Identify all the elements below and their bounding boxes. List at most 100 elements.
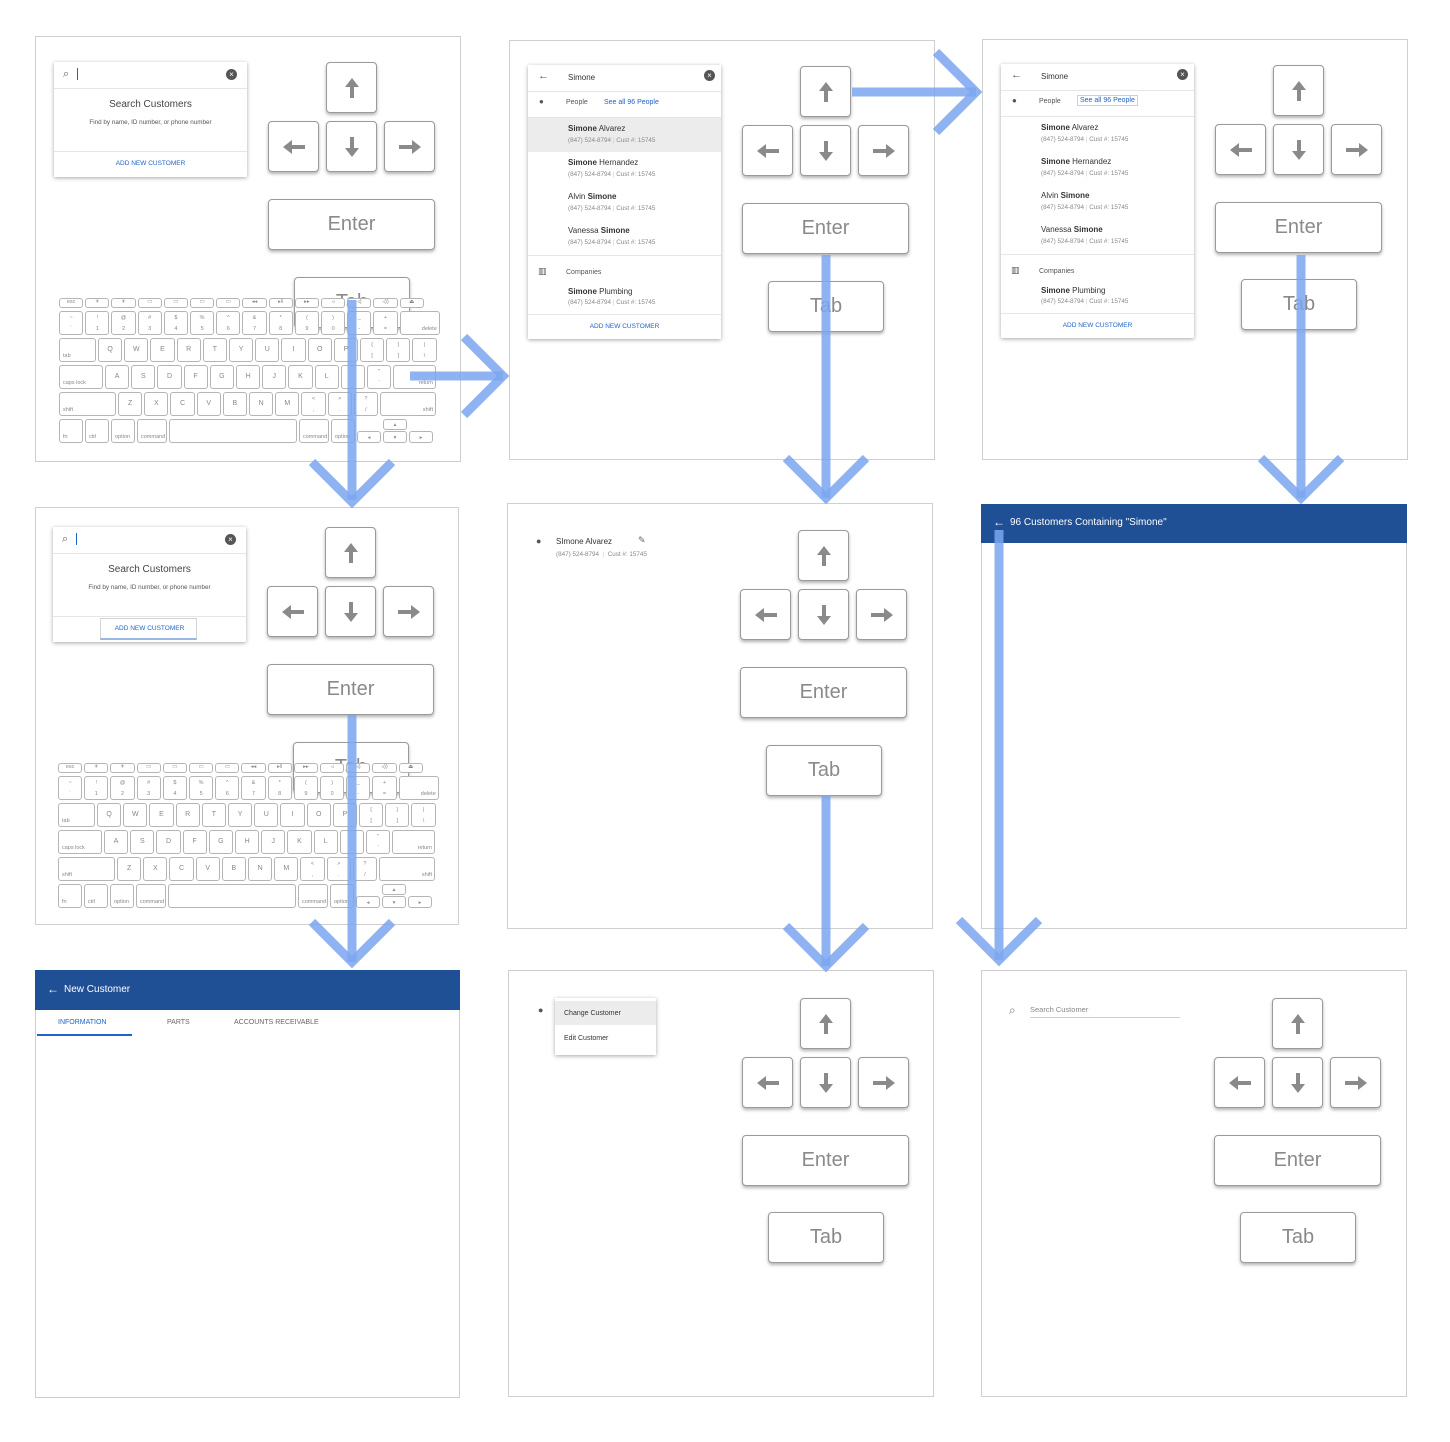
arrow-left-key[interactable]: [267, 586, 318, 637]
tab-key[interactable]: Tab: [768, 281, 884, 332]
back-arrow-icon[interactable]: ←: [1011, 69, 1022, 81]
person-result-row[interactable]: Simone Alvarez(847) 524-8794 | Cust #: 1…: [1001, 117, 1194, 151]
back-arrow-icon[interactable]: ←: [993, 515, 1005, 529]
arrow-down-key[interactable]: [800, 125, 851, 176]
number-key: $4: [162, 776, 187, 800]
see-all-people-link[interactable]: See all 96 People: [1077, 95, 1138, 106]
arrow-down-key[interactable]: [1273, 124, 1324, 175]
key-label: |: [423, 342, 426, 348]
enter-key[interactable]: Enter: [742, 1135, 909, 1186]
person-result-row[interactable]: Simone Hernandez(847) 524-8794 | Cust #:…: [1001, 151, 1194, 185]
person-result-row[interactable]: Alvin Simone(847) 524-8794 | Cust #: 157…: [1001, 185, 1194, 219]
name-match: Simone: [600, 226, 630, 235]
enter-key[interactable]: Enter: [1215, 202, 1382, 253]
edit-pencil-icon[interactable]: ✎: [638, 535, 646, 545]
menu-item-edit-customer[interactable]: Edit Customer: [555, 1027, 656, 1051]
arrow-down-key[interactable]: [325, 586, 376, 637]
see-all-people-link[interactable]: See all 96 People: [604, 99, 659, 106]
arrow-down-key[interactable]: [326, 121, 377, 172]
arrow-right-key[interactable]: [383, 586, 434, 637]
key-label: $: [173, 780, 177, 786]
arrow-up-key[interactable]: [326, 62, 377, 113]
clear-icon[interactable]: ×: [225, 534, 236, 545]
key-label: ▸▸: [304, 299, 310, 305]
enter-key[interactable]: Enter: [267, 664, 434, 715]
clear-icon[interactable]: ×: [226, 69, 237, 80]
arrow-up-key[interactable]: [1272, 998, 1323, 1049]
add-new-customer-link[interactable]: ADD NEW CUSTOMER: [115, 160, 186, 167]
arrow-down-key[interactable]: [800, 1057, 851, 1108]
name-part: Alvarez: [1069, 123, 1099, 132]
tab-information[interactable]: INFORMATION: [58, 1019, 107, 1026]
arrow-up-key[interactable]: [800, 66, 851, 117]
key-label: ⏏: [409, 299, 415, 305]
add-new-customer-link[interactable]: ADD NEW CUSTOMER: [114, 625, 185, 632]
arrow-down-key[interactable]: [798, 589, 849, 640]
search-bar[interactable]: ←Simone×: [528, 65, 721, 92]
back-arrow-icon[interactable]: ←: [47, 982, 59, 996]
detail-separator: |: [1084, 170, 1090, 177]
key-label: J: [271, 838, 276, 845]
enter-key[interactable]: Enter: [742, 203, 909, 254]
key-label: A: [114, 373, 120, 380]
key-label: ▴: [393, 422, 397, 428]
clear-icon[interactable]: ×: [1177, 69, 1188, 80]
detail-separator: |: [611, 239, 617, 246]
add-new-customer-link[interactable]: ADD NEW CUSTOMER: [1062, 322, 1133, 329]
tab-parts[interactable]: PARTS: [167, 1019, 190, 1026]
modifier-key: ctrl: [85, 419, 109, 443]
person-name: Simone Hernandez: [1041, 157, 1111, 166]
arrow-up-key[interactable]: [1273, 65, 1324, 116]
tab-key[interactable]: Tab: [1241, 279, 1357, 330]
company-result-row[interactable]: Simone Plumbing(847) 524-8794 | Cust #: …: [528, 281, 721, 313]
key-label: B: [231, 865, 237, 872]
arrow-left-key[interactable]: [742, 1057, 793, 1108]
arrow-down-key[interactable]: [1272, 1057, 1323, 1108]
tab-key[interactable]: Tab: [1240, 1212, 1356, 1263]
arrow-up-key[interactable]: [800, 998, 851, 1049]
arrow-left-key[interactable]: [1215, 124, 1266, 175]
person-result-row[interactable]: Alvin Simone(847) 524-8794 | Cust #: 157…: [528, 186, 721, 220]
enter-key[interactable]: Enter: [268, 199, 435, 250]
enter-key[interactable]: Enter: [1214, 1135, 1381, 1186]
person-result-row[interactable]: Simone Hernandez(847) 524-8794 | Cust #:…: [528, 152, 721, 186]
person-result-row[interactable]: Vanessa Simone(847) 524-8794 | Cust #: 1…: [528, 220, 721, 254]
arrow-right-key[interactable]: [384, 121, 435, 172]
menu-item-change-customer[interactable]: Change Customer: [555, 1001, 656, 1025]
enter-key[interactable]: Enter: [740, 667, 907, 718]
search-bar[interactable]: ⌕ ×: [54, 62, 247, 89]
small-right-key: ▸: [408, 896, 432, 908]
key-label: _: [357, 315, 361, 321]
all-results-appbar: ← 96 Customers Containing "Simone": [981, 504, 1407, 543]
search-customer-input[interactable]: Search Customer: [1030, 1005, 1180, 1018]
letter-key: G: [209, 365, 234, 389]
tab-key[interactable]: Tab: [766, 745, 882, 796]
arrow-up-icon: [344, 77, 359, 98]
add-new-customer-link[interactable]: ADD NEW CUSTOMER: [589, 323, 660, 330]
back-arrow-icon[interactable]: ←: [538, 70, 549, 82]
arrow-up-key[interactable]: [798, 530, 849, 581]
arrow-left-key[interactable]: [742, 125, 793, 176]
arrow-right-key[interactable]: [858, 125, 909, 176]
clear-icon[interactable]: ×: [704, 70, 715, 81]
arrow-right-key[interactable]: [856, 589, 907, 640]
tab-key[interactable]: Tab: [768, 1212, 884, 1263]
search-bar[interactable]: ⌕ ×: [53, 527, 246, 554]
arrow-left-key[interactable]: [740, 589, 791, 640]
arrow-right-key[interactable]: [1331, 124, 1382, 175]
letter-key: Y: [229, 338, 254, 362]
arrow-right-key[interactable]: [858, 1057, 909, 1108]
search-bar[interactable]: ←Simone×: [1001, 64, 1194, 91]
arrow-left-key[interactable]: [1214, 1057, 1265, 1108]
arrow-up-key[interactable]: [325, 527, 376, 578]
person-result-row[interactable]: Vanessa Simone(847) 524-8794 | Cust #: 1…: [1001, 219, 1194, 253]
letter-key: >.: [327, 392, 352, 416]
selected-customer-name: SImone Alvarez: [556, 537, 613, 546]
letter-key: T: [201, 803, 226, 827]
person-result-row[interactable]: Simone Alvarez(847) 524-8794 | Cust #: 1…: [528, 118, 721, 152]
tab-accounts-receivable[interactable]: ACCOUNTS RECEIVABLE: [234, 1019, 319, 1026]
company-result-row[interactable]: Simone Plumbing(847) 524-8794 | Cust #: …: [1001, 280, 1194, 312]
letter-key: A: [105, 365, 130, 389]
arrow-right-key[interactable]: [1330, 1057, 1381, 1108]
arrow-left-key[interactable]: [268, 121, 319, 172]
